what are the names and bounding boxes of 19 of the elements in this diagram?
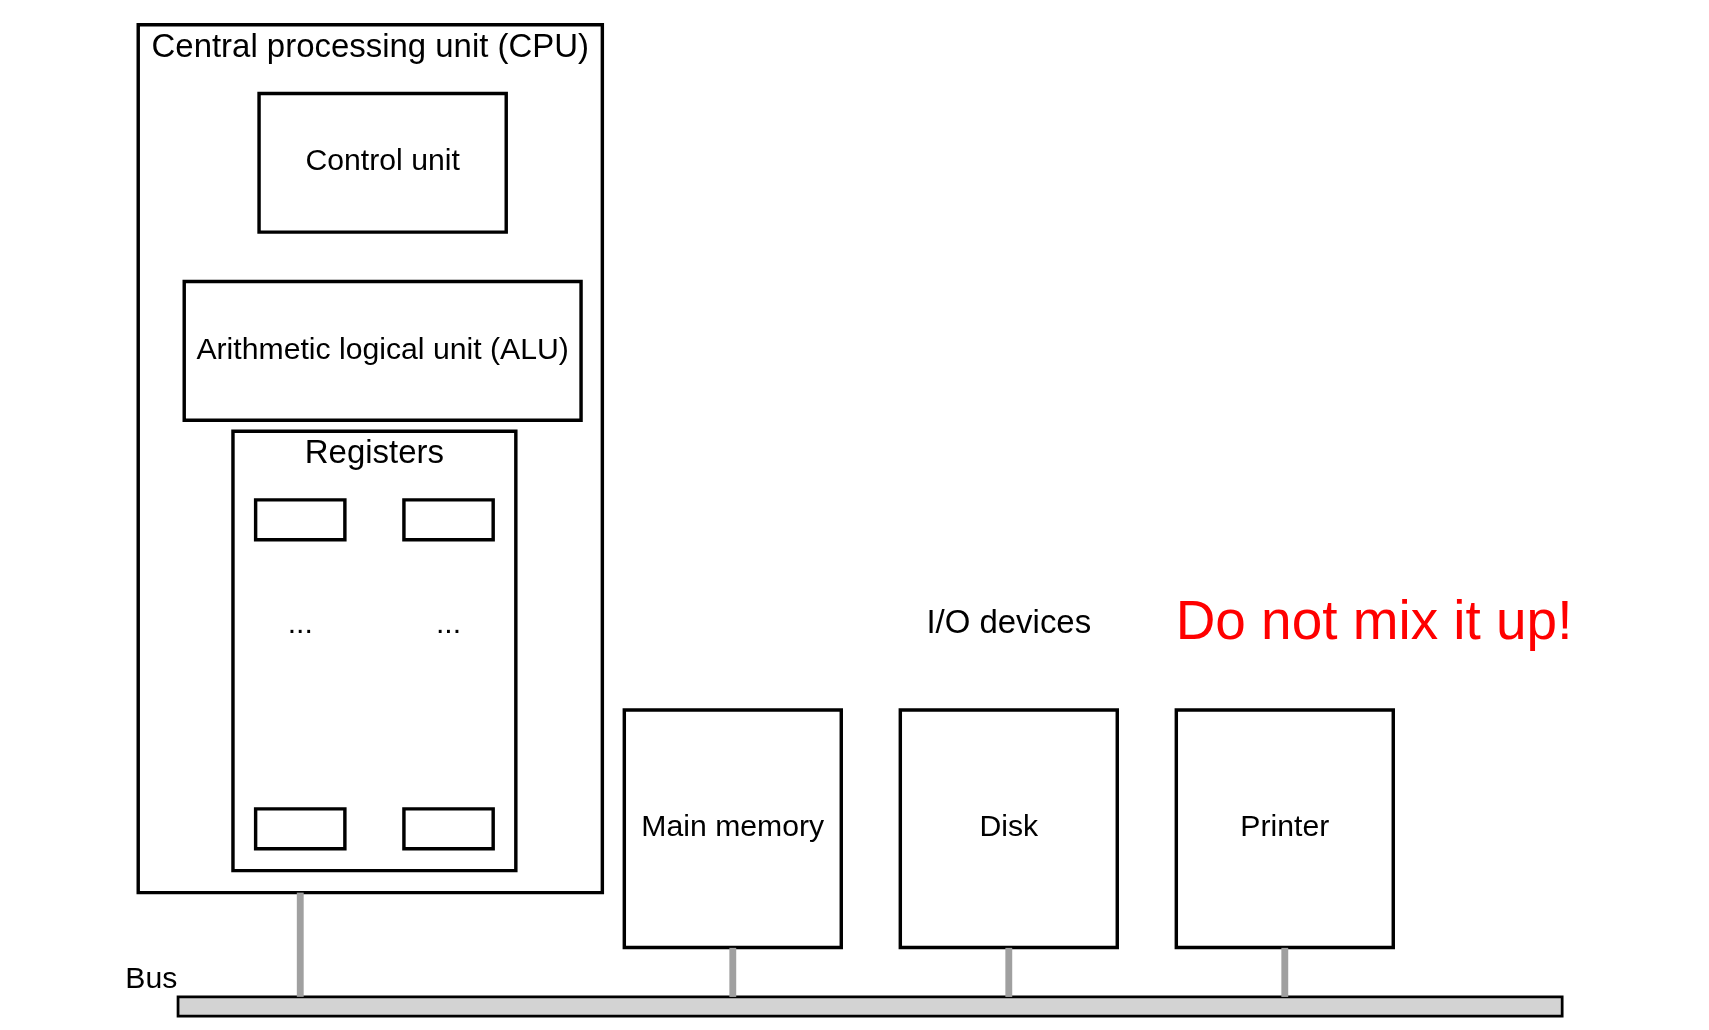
label: ... bbox=[287, 605, 313, 639]
label: ... bbox=[435, 605, 461, 639]
connector bbox=[1004, 947, 1012, 997]
node-box bbox=[253, 807, 347, 851]
node-box: Disk bbox=[898, 708, 1119, 950]
node-label: Bus bbox=[124, 961, 177, 995]
connector bbox=[296, 892, 304, 997]
node-box: Printer bbox=[1174, 708, 1395, 950]
node-box: Main memory bbox=[622, 708, 843, 950]
connector bbox=[1280, 947, 1288, 997]
label: I/O devices bbox=[925, 603, 1091, 641]
label: Do not mix it up! bbox=[1175, 588, 1572, 651]
node-box bbox=[401, 498, 495, 542]
node-box: Arithmetic logical unit (ALU) bbox=[182, 279, 583, 422]
node-bar bbox=[176, 995, 1564, 1018]
node-box bbox=[401, 807, 495, 851]
connector bbox=[728, 947, 736, 997]
node-box bbox=[253, 498, 347, 542]
node-box: Control unit bbox=[256, 91, 508, 234]
